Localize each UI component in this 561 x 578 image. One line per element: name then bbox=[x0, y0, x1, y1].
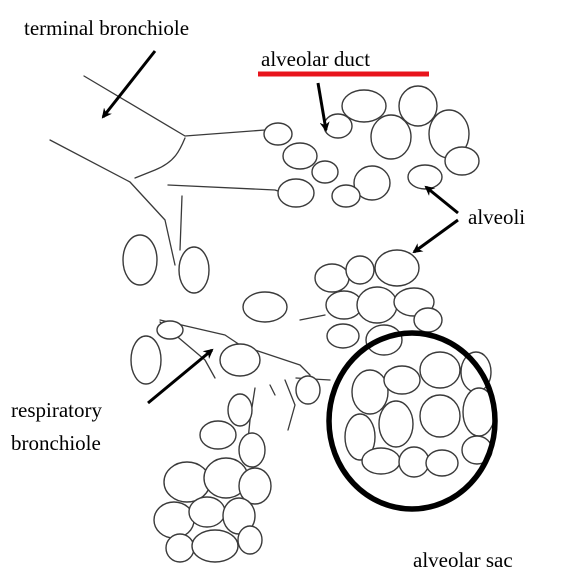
arrow-alveoli-lower bbox=[414, 220, 458, 252]
terminal-bronchiole-label: terminal bronchiole bbox=[24, 16, 189, 40]
alveolar-sac-label: alveolar sac bbox=[413, 548, 513, 572]
respiratory-bronchiole-label-line1: respiratory bbox=[11, 398, 102, 422]
alveoli-clusters bbox=[123, 86, 495, 562]
alveoli-label: alveoli bbox=[468, 205, 525, 229]
arrow-alveoli-upper bbox=[426, 187, 458, 213]
alveolar-duct-label: alveolar duct bbox=[261, 47, 370, 71]
arrow-alveolar-duct bbox=[318, 83, 326, 130]
respiratory-bronchiole-label-line2: bronchiole bbox=[11, 431, 101, 455]
arrow-terminal-bronchiole bbox=[103, 51, 155, 117]
